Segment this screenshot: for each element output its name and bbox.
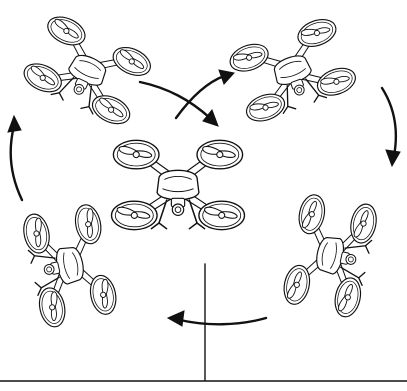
drone-center [112, 140, 245, 229]
arrow-right-down [382, 88, 400, 166]
drone-left [20, 201, 119, 329]
arrow-top-center-down [140, 82, 218, 126]
arrow-bottom-left [168, 311, 266, 326]
drone-top-left [20, 11, 157, 129]
arrow-center-up-right [176, 70, 234, 118]
arrow-left-up [8, 116, 22, 200]
drone-top-right [225, 14, 359, 126]
drone-right [280, 191, 379, 319]
